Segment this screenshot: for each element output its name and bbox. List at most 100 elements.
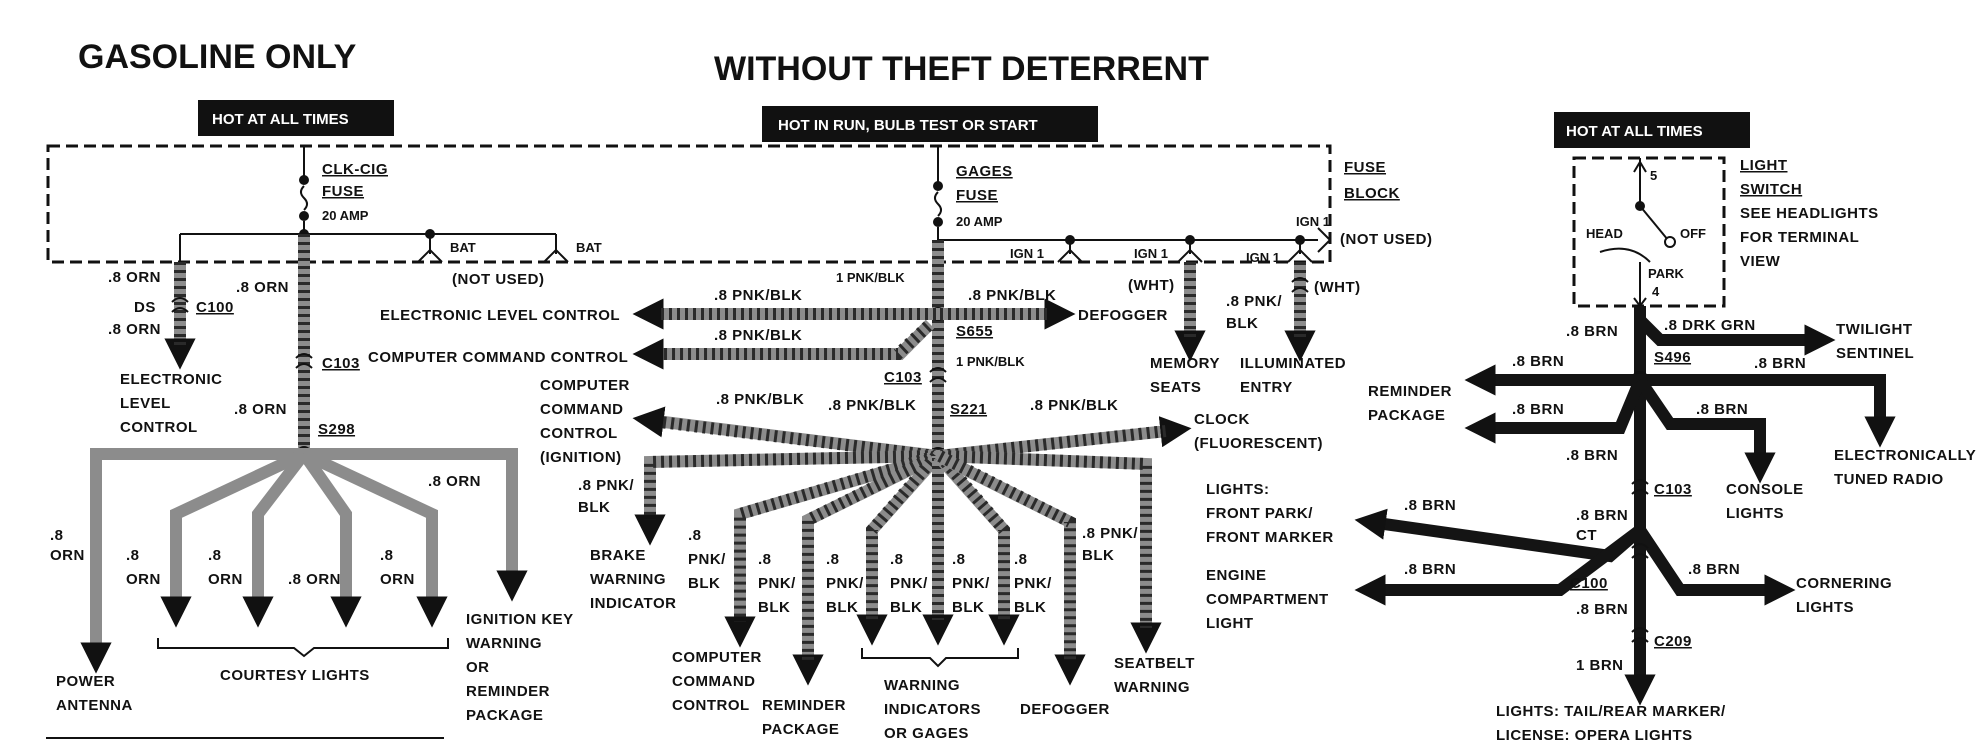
- load-illum-entry-2: ENTRY: [1240, 379, 1293, 396]
- wire-label-8-p3: .8: [826, 551, 840, 568]
- conn-c103-right: C103: [1654, 481, 1692, 498]
- wire-label-orn-f: ORN: [50, 547, 85, 564]
- gages-fuse-word: FUSE: [956, 187, 998, 204]
- switch-title-2: SWITCH: [1740, 181, 1802, 198]
- load-cornering-1: CORNERING: [1796, 575, 1892, 592]
- load-warning-2: INDICATORS: [884, 701, 981, 718]
- load-memory-seats-2: SEATS: [1150, 379, 1201, 396]
- gages-rating: 20 AMP: [956, 214, 1003, 229]
- fuse-block-outline: [46, 144, 1332, 264]
- wire-label-brn-engine: .8 BRN: [1404, 561, 1456, 578]
- load-brake-2: WARNING: [590, 571, 666, 588]
- load-elc-left-3: CONTROL: [120, 419, 198, 436]
- wire-label-brn-rem-1: .8 BRN: [1512, 353, 1564, 370]
- wire-label-pnk-p1: PNK/: [688, 551, 726, 568]
- wire-label-orn-b: .8 ORN: [108, 321, 161, 338]
- conn-s655: S655: [956, 323, 993, 340]
- load-reminder-bottom-2: PACKAGE: [762, 721, 839, 738]
- wire-label-8-c: .8: [208, 547, 222, 564]
- wire-label-pnk-p2: PNK/: [758, 575, 796, 592]
- wire-label-blk-p2: BLK: [758, 599, 790, 616]
- load-elc-center: ELECTRONIC LEVEL CONTROL: [380, 307, 620, 324]
- load-reminder-right-1: REMINDER: [1368, 383, 1452, 400]
- wire-label-8-p5: .8: [952, 551, 966, 568]
- load-power-antenna-2: ANTENNA: [56, 697, 133, 714]
- load-ccc-bottom-3: CONTROL: [672, 697, 750, 714]
- load-ign-key-3: OR: [466, 659, 490, 676]
- load-ccc-ign-2: COMMAND: [540, 401, 624, 418]
- load-tail-2: LICENSE: OPERA LIGHTS: [1496, 727, 1693, 744]
- load-courtesy-lights: COURTESY LIGHTS: [220, 667, 370, 684]
- wire-label-pnk-p4: PNK/: [890, 575, 928, 592]
- conn-s298: S298: [318, 421, 355, 438]
- ign1-label-a: IGN 1: [1010, 246, 1044, 261]
- wire-label-pnkblk-elc: .8 PNK/BLK: [714, 287, 802, 304]
- wire-label-orn-j: ORN: [380, 571, 415, 588]
- load-ccc-bottom-2: COMMAND: [672, 673, 756, 690]
- load-warning-3: OR GAGES: [884, 725, 969, 742]
- load-tail-1: LIGHTS: TAIL/REAR MARKER/: [1496, 703, 1726, 720]
- switch-see-3: VIEW: [1740, 253, 1781, 270]
- courtesy-brace: [157, 638, 449, 658]
- load-console-1: CONSOLE: [1726, 481, 1804, 498]
- switch-head: HEAD: [1586, 226, 1623, 241]
- wire-label-brn-rem-2: .8 BRN: [1512, 401, 1564, 418]
- wire-label-pnk-illum: .8 PNK/: [1226, 293, 1282, 310]
- clk-cig-fuse-word: FUSE: [322, 183, 364, 200]
- gages-fuse: [933, 146, 943, 240]
- ign1-label-d: IGN 1: [1296, 214, 1330, 229]
- load-front-park-2: FRONT PARK/: [1206, 505, 1313, 522]
- clk-cig-fuse: [299, 146, 309, 234]
- banner-left-text: HOT AT ALL TIMES: [212, 111, 349, 128]
- load-ign-key-1: IGNITION KEY: [466, 611, 574, 628]
- load-warning-1: WARNING: [884, 677, 960, 694]
- not-used-right: (NOT USED): [1340, 231, 1433, 248]
- wire-label-pnkblk-ccc: .8 PNK/BLK: [714, 327, 802, 344]
- wire-label-1brn: 1 BRN: [1576, 657, 1624, 674]
- load-etr-2: TUNED RADIO: [1834, 471, 1944, 488]
- wire-label-orn-i: .8 ORN: [288, 571, 341, 588]
- conn-c100-right: C100: [1570, 575, 1608, 592]
- load-engine-1: ENGINE: [1206, 567, 1267, 584]
- load-front-park-3: FRONT MARKER: [1206, 529, 1334, 546]
- fuse-block-label-1: FUSE: [1344, 159, 1386, 176]
- wire-label-pnk-brake: .8 PNK/: [578, 477, 634, 494]
- load-front-park-1: LIGHTS:: [1206, 481, 1270, 498]
- wire-label-ds: DS: [134, 299, 156, 316]
- title-without-theft-deterrent: WITHOUT THEFT DETERRENT: [714, 50, 1209, 88]
- load-power-antenna-1: POWER: [56, 673, 115, 690]
- ign1-label-c: IGN 1: [1246, 250, 1280, 265]
- wht-label-b: (WHT): [1314, 279, 1361, 296]
- wire-label-pnk-p6: PNK/: [1014, 575, 1052, 592]
- conn-c209: C209: [1654, 633, 1692, 650]
- wire-label-brn-console: .8 BRN: [1696, 401, 1748, 418]
- switch-title-1: LIGHT: [1740, 157, 1788, 174]
- conn-c103-center: C103: [884, 369, 922, 386]
- wire-label-pnkblk-clock: .8 PNK/BLK: [1030, 397, 1118, 414]
- load-reminder-right-2: PACKAGE: [1368, 407, 1445, 424]
- bat-terminal-2: [543, 234, 569, 263]
- wire-label-blk-illum: BLK: [1226, 315, 1258, 332]
- wire-label-orn-h: ORN: [208, 571, 243, 588]
- load-console-2: LIGHTS: [1726, 505, 1784, 522]
- wire-label-1pnkblk-a: 1 PNK/BLK: [836, 270, 905, 285]
- clk-cig-name: CLK-CIG: [322, 161, 388, 178]
- wire-label-1pnkblk-b: 1 PNK/BLK: [956, 354, 1025, 369]
- switch-park: PARK: [1648, 266, 1684, 281]
- banner-hot-at-all-times-right: HOT AT ALL TIMES: [1554, 112, 1750, 148]
- wire-label-blk-brake: BLK: [578, 499, 610, 516]
- title-gasoline-only: GASOLINE ONLY: [78, 38, 357, 76]
- load-seatbelt-1: SEATBELT: [1114, 655, 1195, 672]
- load-ccc-ign-3: CONTROL: [540, 425, 618, 442]
- load-elc-left-1: ELECTRONIC: [120, 371, 223, 388]
- load-ccc-bottom-1: COMPUTER: [672, 649, 762, 666]
- wire-label-orn-e: .8 ORN: [428, 473, 481, 490]
- load-clock-1: CLOCK: [1194, 411, 1250, 428]
- wire-label-8-d: .8: [380, 547, 394, 564]
- wire-label-blk-p4: BLK: [890, 599, 922, 616]
- ign1-label-b: IGN 1: [1134, 246, 1168, 261]
- switch-see-1: SEE HEADLIGHTS: [1740, 205, 1879, 222]
- wire-label-pnkblk-s221: .8 PNK/BLK: [828, 397, 916, 414]
- load-ccc-center: COMPUTER COMMAND CONTROL: [368, 349, 628, 366]
